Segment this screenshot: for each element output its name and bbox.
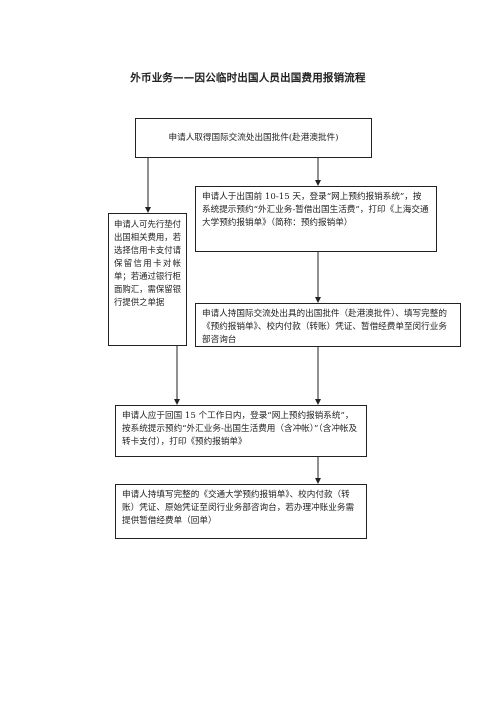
step-post-return-booking: 申请人应于回国 15 个工作日内，登录“网上预约报销系统”，按系统提示预约“外汇… [115, 405, 367, 457]
step-obtain-approval-text: 申请人取得国际交流处出国批件(赴港澳批件) [168, 132, 339, 143]
step-pre-departure-booking: 申请人于出国前 10-15 天，登录“网上预约报销系统”，按系统提示预约“外汇业… [195, 186, 437, 252]
step-final-reimbursement: 申请人持填写完整的《交通大学预约报销单》、校内付款（转账）凭证、原始凭证至闵行业… [115, 484, 367, 539]
step-final-reimbursement-text: 申请人持填写完整的《交通大学预约报销单》、校内付款（转账）凭证、原始凭证至闵行业… [122, 490, 355, 526]
step-pre-departure-booking-text: 申请人于出国前 10-15 天，登录“网上预约报销系统”，按系统提示预约“外汇业… [202, 192, 429, 228]
page-title: 外币业务——因公临时出国人员出国费用报销流程 [130, 72, 366, 84]
step-obtain-approval: 申请人取得国际交流处出国批件(赴港澳批件) [135, 118, 372, 158]
step-submit-documents-text: 申请人持国际交流处出具的出国批件（赴港澳批件）、填写完整的《预约报销单》、校内付… [202, 309, 447, 345]
step-post-return-booking-text: 申请人应于回国 15 个工作日内，登录“网上预约报销系统”，按系统提示预约“外汇… [122, 411, 358, 447]
step-advance-payment-note-text: 申请人可先行垫付出国相关费用，若选择信用卡支付请保留信用卡对帐单；若通过银行柜面… [114, 219, 181, 308]
step-submit-documents: 申请人持国际交流处出具的出国批件（赴港澳批件）、填写完整的《预约报销单》、校内付… [195, 303, 461, 347]
step-advance-payment-note: 申请人可先行垫付出国相关费用，若选择信用卡支付请保留信用卡对帐单；若通过银行柜面… [108, 213, 187, 346]
